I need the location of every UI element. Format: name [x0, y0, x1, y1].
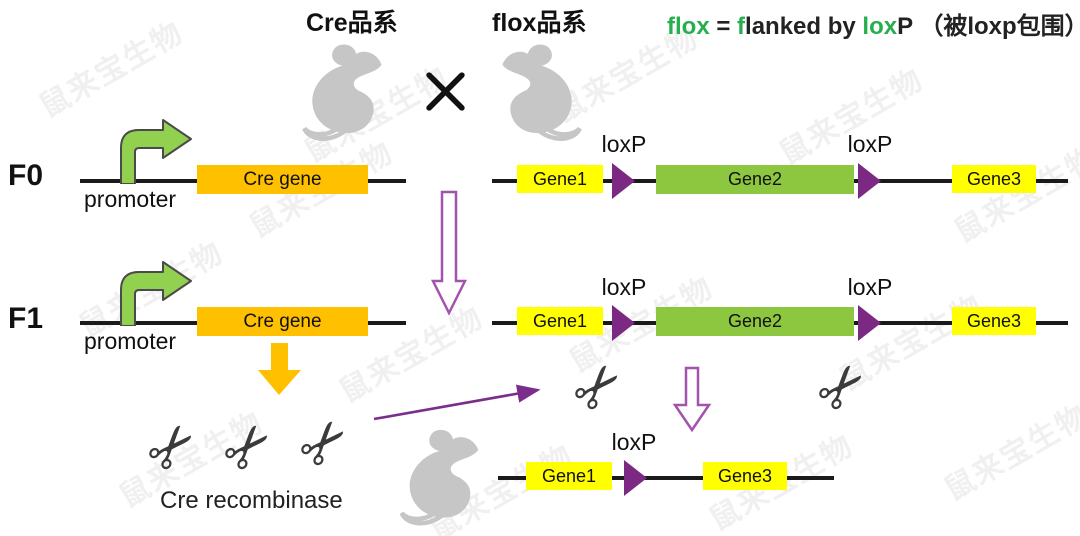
loxp-site-icon — [858, 163, 881, 199]
formula-part: f — [737, 13, 746, 40]
cre-gene-box: Cre gene — [197, 165, 368, 194]
scissors-icon: ✂ — [206, 406, 290, 488]
loxp-label: loxP — [847, 131, 893, 157]
watermark: 鼠来宝生物 — [939, 398, 1080, 508]
gene1-box: Gene1 — [517, 165, 603, 193]
recombinase-action-arrow-icon — [368, 378, 554, 424]
watermark: 鼠来宝生物 — [34, 15, 190, 125]
loxp-site-icon — [624, 460, 647, 496]
scissors-icon: ✂ — [282, 402, 366, 484]
formula-part: = — [709, 13, 738, 40]
formula-part: lanked by — [745, 13, 863, 40]
loxp-label: loxP — [611, 429, 657, 455]
formula-part: P — [897, 13, 913, 40]
promoter-label: promoter — [84, 328, 177, 354]
gene3-box: Gene3 — [952, 165, 1036, 193]
generation-f0-label: F0 — [8, 159, 44, 192]
mouse-icon — [489, 43, 585, 143]
gene1-box: Gene1 — [517, 307, 603, 335]
gene1-box: Gene1 — [526, 462, 612, 490]
loxp-label: loxP — [601, 131, 647, 157]
loxp-site-icon — [612, 305, 635, 341]
gene3-box: Gene3 — [703, 462, 787, 490]
mouse-icon — [399, 427, 489, 529]
scissors-icon: ✂ — [556, 346, 640, 428]
gene3-box: Gene3 — [952, 307, 1036, 335]
formula-part: flox — [667, 13, 710, 40]
promoter-label: promoter — [84, 186, 177, 212]
promoter-arrow-icon — [111, 260, 195, 327]
formula-part: （被loxp包围） — [912, 13, 1080, 40]
mouse-icon — [299, 43, 395, 143]
formula-part: lox — [862, 13, 898, 40]
scissors-icon: ✂ — [800, 346, 884, 428]
cre-strain-label: Cre品系 — [306, 9, 398, 37]
loxp-site-icon — [612, 163, 635, 199]
expression-arrow-icon — [257, 343, 302, 396]
scissors-icon: ✂ — [130, 406, 214, 488]
loxp-label: loxP — [847, 274, 893, 300]
generation-f1-label: F1 — [8, 302, 44, 335]
cre-recombinase-label: Cre recombinase — [160, 487, 343, 514]
dna-line-result — [498, 476, 834, 480]
gene2-box: Gene2 — [656, 307, 854, 336]
excision-arrow-icon — [671, 366, 713, 434]
flox-strain-label: flox品系 — [492, 9, 587, 37]
cre-gene-box: Cre gene — [197, 307, 368, 336]
flox-definition: flox = flanked by loxP （被loxp包围） — [667, 6, 1080, 41]
loxp-site-icon — [858, 305, 881, 341]
generation-arrow-icon — [430, 190, 468, 316]
cross-icon — [423, 69, 468, 114]
promoter-arrow-icon — [111, 118, 195, 185]
gene2-box: Gene2 — [656, 165, 854, 194]
loxp-label: loxP — [601, 274, 647, 300]
